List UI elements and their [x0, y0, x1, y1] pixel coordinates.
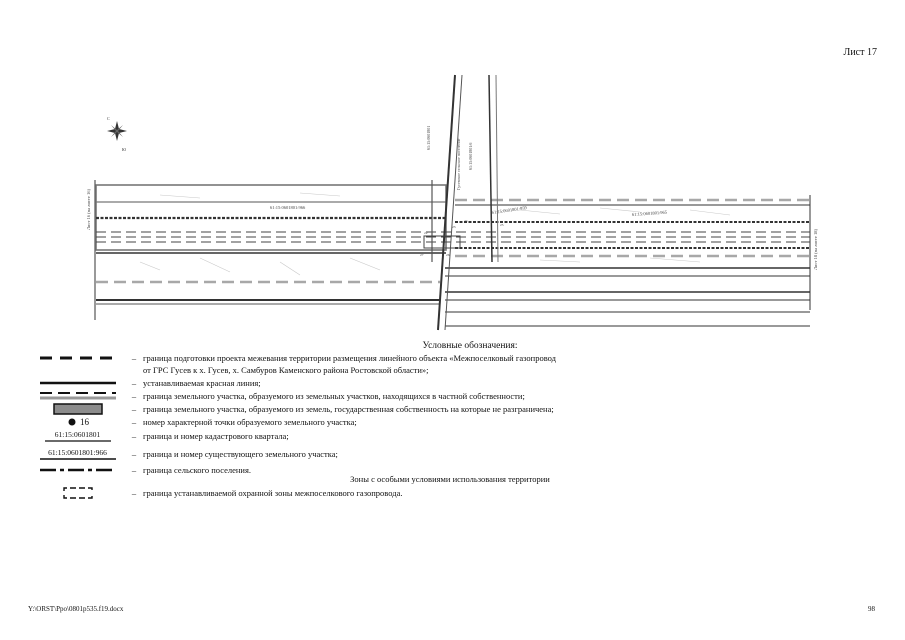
parcel-label-left: 61:15:0601801:966 — [270, 205, 306, 210]
solid-line-icon — [30, 377, 125, 389]
protection-zone-icon — [30, 486, 125, 500]
point-23: 23 — [452, 225, 456, 229]
parcel-label-right: 61:15:0601801:965 — [632, 209, 668, 216]
side-label-right: Лист 18 (на листе 18) — [813, 229, 818, 270]
legend-text: номер характерной точки образуемого земе… — [143, 417, 357, 427]
footer-file-path: Y:\ORST\Ppo\0801p535.f19.docx — [28, 605, 124, 613]
road-label-1: 61:15:0601801 — [426, 126, 431, 150]
svg-text:Ю: Ю — [122, 147, 126, 152]
point-24: 24 — [464, 219, 468, 223]
legend-text: устанавливаемая красная линия; — [143, 378, 261, 388]
legend-item-project-boundary: – граница подготовки проекта межевания т… — [30, 352, 556, 364]
svg-text:С: С — [107, 116, 110, 121]
road-label-2: Гусевское сельское поселение — [456, 138, 461, 190]
legend-text: граница земельного участка, образуемого … — [143, 391, 525, 401]
gray-dashed-line-icon — [30, 390, 125, 402]
parcel-label-mid: 61:15:0601801:959 — [491, 205, 527, 215]
legend-item-cadastral-quarter: 61:15:0601801 – граница и номер кадастро… — [30, 428, 289, 444]
sheet-number: Лист 17 — [843, 47, 877, 58]
zones-title: Зоны с особыми условиями использования т… — [350, 474, 550, 484]
legend-item-protection-zone: – граница устанавливаемой охранной зоны … — [30, 486, 402, 500]
legend-text: граница и номер кадастрового квартала; — [143, 431, 289, 441]
legend-text: граница подготовки проекта межевания тер… — [143, 353, 557, 363]
north-arrow-icon: С Ю — [107, 116, 127, 152]
legend-text: граница сельского поселения. — [143, 465, 251, 475]
black-dashed-line-icon — [30, 352, 125, 364]
point-26: 26 — [446, 253, 450, 257]
legend-item-red-line: – устанавливаемая красная линия; — [30, 377, 261, 389]
road-label-3: 61:15:0601801:6 — [468, 143, 473, 170]
site-plan-drawing: С Ю 61:15:0601801:966 61:15:06 — [86, 74, 818, 331]
legend-text: граница устанавливаемой охранной зоны ме… — [143, 488, 403, 498]
gray-rectangle-icon — [30, 403, 125, 415]
legend-item-existing-parcel: 61:15:0601801:966 – граница и номер суще… — [30, 446, 338, 462]
legend-item-settlement-boundary: – граница сельского поселения. — [30, 464, 251, 476]
legend-text: граница земельного участка, образуемого … — [143, 404, 554, 414]
legend-title: Условные обозначения: — [422, 341, 518, 351]
footer-page-number: 98 — [868, 605, 875, 613]
side-label-left: Лист 16 (на листе 16) — [86, 189, 91, 230]
legend-item-state-parcel: – граница земельного участка, образуемог… — [30, 403, 554, 415]
legend-text: граница и номер существующего земельного… — [143, 449, 338, 459]
legend-item-point-number: 16 – номер характерной точки образуемого… — [30, 416, 357, 428]
existing-parcel-icon: 61:15:0601801:966 — [39, 447, 116, 460]
point-25: 25 — [500, 223, 504, 227]
legend-item-private-parcel: – граница земельного участка, образуемог… — [30, 390, 525, 402]
cadastral-quarter-icon: 61:15:0601801 — [44, 429, 111, 442]
dash-dot-line-icon — [30, 464, 125, 476]
legend-text-continued: от ГРС Гусев к х. Гусев, х. Самбуров Кам… — [143, 365, 429, 375]
point-22: 22 — [424, 231, 428, 235]
point-27: 27 — [420, 253, 424, 257]
point-marker-icon: 16 — [30, 416, 125, 428]
